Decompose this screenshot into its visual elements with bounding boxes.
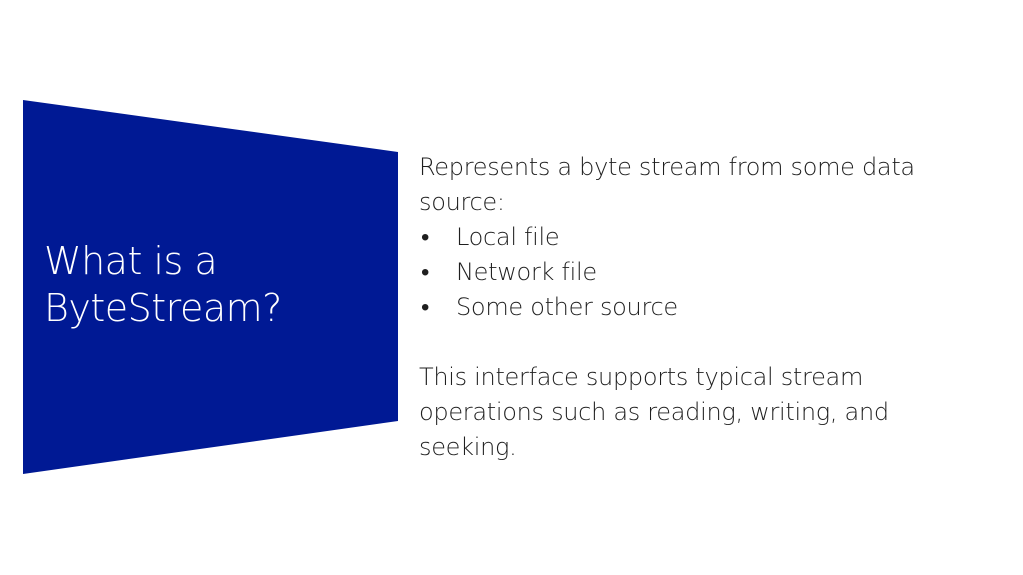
slide-body: Represents a byte stream from some data … [419, 150, 979, 465]
list-item-label: Some other source [456, 293, 678, 321]
slide-title-line-2: ByteStream? [44, 286, 282, 330]
list-item-label: Local file [456, 223, 560, 251]
list-item: • Network file [419, 255, 979, 290]
bullet-glyph: • [421, 258, 430, 286]
slide-title-line-1: What is a [44, 239, 218, 283]
closing-paragraph: This interface supports typical stream o… [419, 363, 889, 461]
list-item: • Some other source [419, 290, 979, 325]
list-item-label: Network file [456, 258, 597, 286]
slide-title: What is a ByteStream? [44, 238, 384, 332]
intro-paragraph: Represents a byte stream from some data … [419, 153, 915, 216]
bullet-glyph: • [421, 293, 430, 321]
paragraph-spacer [419, 325, 979, 360]
source-list: • Local file • Network file • Some other… [419, 220, 979, 325]
bullet-glyph: • [421, 223, 430, 251]
list-item: • Local file [419, 220, 979, 255]
